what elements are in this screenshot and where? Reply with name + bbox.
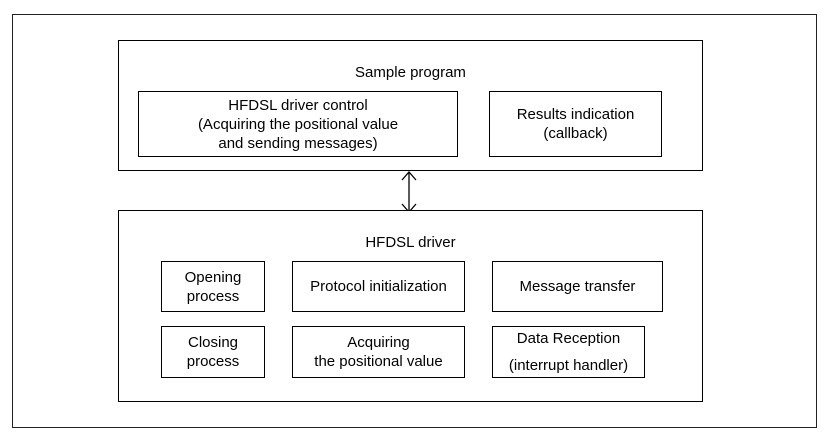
results-indication-line2: (callback) (543, 125, 608, 142)
results-indication-box: Results indication (callback) (489, 91, 662, 157)
message-transfer-box: Message transfer (492, 261, 663, 312)
driver-control-line1: HFDSL driver control (228, 96, 368, 114)
protocol-initialization-label: Protocol initialization (310, 278, 447, 295)
driver-control-box: HFDSL driver control (Acquiring the posi… (138, 91, 458, 157)
sample-program-title: Sample program (355, 64, 466, 81)
acquiring-positional-value-line2: the positional value (314, 353, 443, 370)
opening-process-box: Opening process (161, 261, 265, 312)
closing-process-line2: process (186, 353, 240, 370)
hfdsl-driver-title: HFDSL driver (365, 234, 456, 251)
opening-process-line1: Opening (184, 268, 242, 286)
data-reception-box: Data Reception (interrupt handler) (492, 326, 645, 378)
sample-program-box: Sample program HFDSL driver control (Acq… (118, 40, 703, 171)
opening-process-line2: process (186, 287, 240, 305)
results-indication-line1: Results indication (516, 106, 635, 123)
closing-process-box: Closing process (161, 326, 265, 378)
data-reception-line2: (interrupt handler) (508, 357, 629, 374)
closing-process-line1: Closing (187, 334, 239, 351)
bidirectional-arrow-icon (401, 171, 417, 213)
protocol-initialization-box: Protocol initialization (292, 261, 465, 312)
message-transfer-label: Message transfer (519, 278, 636, 295)
hfdsl-driver-box: HFDSL driver Opening process Protocol in… (118, 210, 703, 402)
driver-control-line2: (Acquiring the positional value (197, 115, 399, 133)
data-reception-line1: Data Reception (516, 330, 621, 347)
acquiring-positional-value-line1: Acquiring (347, 334, 410, 351)
driver-control-line3: and sending messages) (218, 134, 378, 152)
acquiring-positional-value-box: Acquiring the positional value (292, 326, 465, 378)
diagram-frame (12, 14, 817, 428)
